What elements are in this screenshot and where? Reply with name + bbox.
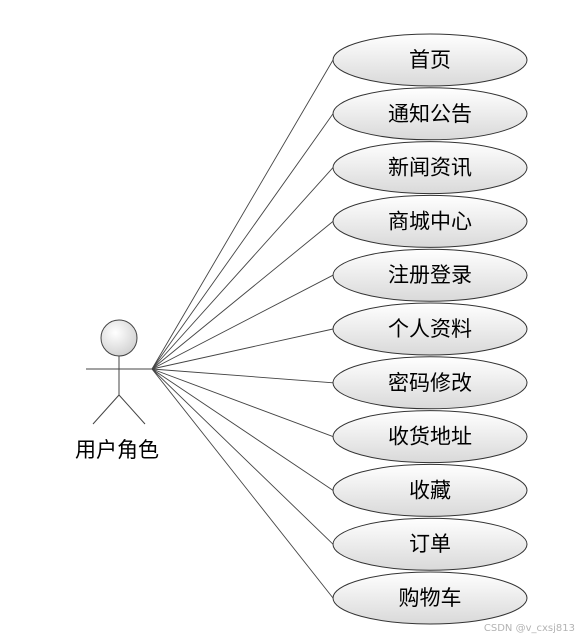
actor: 用户角色 bbox=[75, 319, 159, 462]
use-case: 收货地址 bbox=[332, 410, 528, 464]
association-line bbox=[151, 368, 334, 384]
association-line bbox=[151, 368, 334, 438]
use-case-label: 收藏 bbox=[409, 478, 451, 502]
use-case-label: 通知公告 bbox=[388, 102, 472, 126]
actor-head bbox=[100, 319, 138, 357]
use-case: 新闻资讯 bbox=[332, 141, 528, 195]
use-case: 收藏 bbox=[332, 463, 528, 517]
actor-right-leg bbox=[118, 394, 146, 425]
use-case-label: 注册登录 bbox=[388, 263, 472, 287]
use-case-label: 收货地址 bbox=[388, 425, 472, 449]
association-lines bbox=[151, 59, 334, 599]
association-line bbox=[151, 274, 334, 370]
association-line bbox=[151, 167, 334, 370]
association-line bbox=[151, 59, 334, 370]
use-case-label: 密码修改 bbox=[388, 371, 472, 395]
association-line bbox=[151, 328, 334, 370]
use-case: 商城中心 bbox=[332, 194, 528, 248]
use-case-ellipse bbox=[332, 571, 528, 625]
use-case: 购物车 bbox=[332, 571, 528, 625]
use-case: 首页 bbox=[332, 33, 528, 87]
use-case-label: 商城中心 bbox=[388, 209, 472, 233]
use-case-ellipse bbox=[332, 463, 528, 517]
use-case-label: 新闻资讯 bbox=[388, 156, 472, 180]
use-case: 密码修改 bbox=[332, 356, 528, 410]
actor-left-leg bbox=[92, 394, 120, 425]
use-case-ellipse bbox=[332, 87, 528, 141]
use-case: 订单 bbox=[332, 517, 528, 571]
association-line bbox=[151, 221, 334, 370]
use-case-ellipse bbox=[332, 248, 528, 302]
use-case-label: 订单 bbox=[409, 532, 451, 556]
use-case-ellipse bbox=[332, 33, 528, 87]
association-line bbox=[151, 368, 334, 545]
use-case-label: 个人资料 bbox=[388, 317, 472, 341]
use-case-label: 首页 bbox=[409, 48, 451, 72]
association-line bbox=[151, 113, 334, 370]
use-case-ellipse bbox=[332, 302, 528, 356]
association-line bbox=[151, 368, 334, 491]
association-line bbox=[151, 368, 334, 599]
use-case-ellipse bbox=[332, 517, 528, 571]
watermark: CSDN @v_cxsj813 bbox=[483, 623, 575, 634]
use-case: 个人资料 bbox=[332, 302, 528, 356]
actor-label: 用户角色 bbox=[75, 438, 159, 462]
use-case: 通知公告 bbox=[332, 87, 528, 141]
use-case-ellipse bbox=[332, 194, 528, 248]
use-case-label: 购物车 bbox=[399, 586, 462, 610]
use-case-ellipse bbox=[332, 356, 528, 410]
use-case-ellipse bbox=[332, 141, 528, 195]
use-case: 注册登录 bbox=[332, 248, 528, 302]
use-case-ellipse bbox=[332, 410, 528, 464]
